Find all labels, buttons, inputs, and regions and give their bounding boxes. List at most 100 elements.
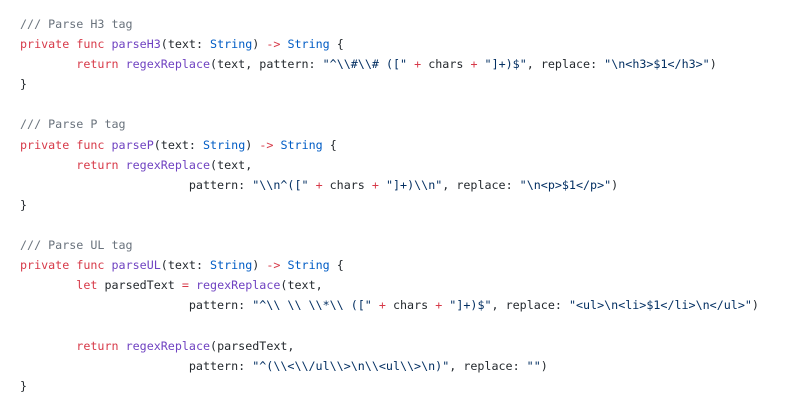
code-token-plain: ) (611, 177, 619, 192)
code-line: /// Parse UL tag (20, 235, 796, 255)
code-token-func: parseH3 (111, 37, 161, 52)
code-token-type: String (203, 137, 246, 152)
code-token-string: "" (526, 358, 541, 373)
code-token-plain: ) (751, 298, 759, 313)
code-token-plain: parsedText (97, 278, 182, 293)
code-token-string: "\n<p>$1</p>" (519, 177, 612, 192)
code-token-string: "\\n^([" (252, 177, 309, 192)
code-line: pattern: "^(\\<\\/ul\\>\n\\<ul\\>\n)", r… (20, 356, 796, 376)
code-line: } (20, 74, 796, 94)
code-token-plain: ) (540, 358, 548, 373)
code-token-plain (372, 298, 379, 312)
code-token-plain (20, 278, 76, 292)
code-token-string: "]+)$" (484, 57, 527, 72)
code-token-plain: } (20, 197, 28, 212)
code-token-plain (189, 278, 196, 292)
code-token-plain (20, 57, 76, 71)
code-token-func: parseUL (111, 258, 161, 273)
code-token-string: "^\\ \\ \\*\\ ([" (252, 298, 372, 313)
code-line: let parsedText = regexReplace(text, (20, 275, 796, 295)
code-token-comment: /// Parse H3 tag (20, 17, 133, 31)
code-token-plain: ) (252, 258, 267, 273)
code-token-plain (119, 339, 126, 353)
code-token-string: "^(\\<\\/ul\\>\n\\<ul\\>\n)" (252, 358, 450, 373)
code-token-string: "]+)$" (449, 298, 492, 313)
code-token-plain: (text: (153, 137, 204, 152)
code-line: /// Parse H3 tag (20, 14, 796, 34)
code-token-type: String (210, 37, 253, 52)
code-token-plain (20, 158, 76, 172)
code-token-plain: } (20, 378, 28, 393)
code-token-plain: pattern: (20, 298, 253, 313)
code-line: pattern: "^\\ \\ \\*\\ ([" + chars + "]+… (20, 295, 796, 315)
code-line: } (20, 376, 796, 396)
code-token-plain: ) (252, 37, 267, 52)
code-token-op: + (378, 298, 386, 313)
code-token-plain (119, 57, 126, 71)
code-token-keyword: return (76, 157, 119, 172)
code-token-plain: (text: (160, 258, 211, 273)
code-line: return regexReplace(text, pattern: "^\\#… (20, 54, 796, 74)
code-token-keyword: private (20, 137, 70, 152)
code-token-plain: ) (245, 137, 260, 152)
code-line: return regexReplace(parsedText, (20, 336, 796, 356)
code-token-func: regexReplace (195, 278, 281, 293)
code-token-plain (379, 178, 386, 192)
code-line: /// Parse P tag (20, 114, 796, 134)
code-token-plain: { (329, 258, 344, 273)
code-token-keyword: func (76, 137, 105, 152)
code-token-plain (119, 158, 126, 172)
code-token-comment: /// Parse UL tag (20, 238, 133, 253)
code-line: private func parseUL(text: String) -> St… (20, 255, 796, 275)
code-token-type: String (280, 137, 323, 152)
code-token-plain (20, 339, 76, 353)
code-line: private func parseH3(text: String) -> St… (20, 34, 796, 54)
code-token-plain: , replace: (491, 298, 569, 313)
code-token-comment: /// Parse P tag (20, 117, 126, 132)
code-token-plain (104, 258, 111, 272)
code-token-plain: chars (385, 298, 436, 313)
code-line: ​ (20, 94, 796, 114)
code-token-plain: { (329, 37, 344, 52)
code-token-plain: (text, pattern: (210, 57, 323, 72)
code-token-string: "^\\#\\# ([" (322, 57, 408, 72)
code-token-plain: chars (421, 57, 471, 72)
code-token-keyword: return (76, 57, 119, 72)
code-token-plain: , replace: (442, 177, 520, 192)
code-token-keyword: func (76, 258, 105, 273)
code-token-func: regexReplace (125, 57, 211, 72)
code-token-plain (477, 57, 484, 71)
code-token-func: regexReplace (125, 338, 211, 353)
code-token-op: + (435, 298, 443, 313)
code-token-func: regexReplace (125, 157, 211, 172)
code-token-type: String (210, 258, 253, 273)
code-token-keyword: private (20, 258, 70, 273)
code-token-plain (309, 178, 316, 192)
code-token-plain: pattern: (20, 177, 253, 192)
code-token-plain: (text, (210, 157, 253, 172)
code-token-keyword: return (76, 338, 119, 353)
code-token-keyword: private (20, 37, 70, 52)
code-token-op: -> (259, 137, 274, 152)
code-token-plain: , replace: (526, 57, 605, 72)
code-token-plain: ) (709, 57, 717, 72)
code-line: ​ (20, 215, 796, 235)
code-token-plain: , replace: (449, 358, 527, 373)
code-token-op: -> (266, 37, 281, 52)
code-line: } (20, 195, 796, 215)
code-token-keyword: let (76, 278, 98, 293)
code-token-plain: { (322, 137, 337, 152)
code-token-plain: (text: (160, 37, 211, 52)
code-token-plain: (parsedText, (210, 338, 295, 353)
code-line: pattern: "\\n^([" + chars + "]+)\\n", re… (20, 175, 796, 195)
code-token-op: + (371, 177, 379, 192)
code-token-type: String (287, 258, 330, 273)
code-token-op: + (414, 57, 422, 72)
code-token-plain: (text, (280, 278, 323, 293)
code-token-string: "\n<h3>$1</h3>" (604, 57, 710, 72)
code-line: private func parseP(text: String) -> Str… (20, 135, 796, 155)
code-token-plain: pattern: (20, 358, 253, 373)
code-token-plain (104, 138, 111, 152)
code-line: ​ (20, 315, 796, 335)
